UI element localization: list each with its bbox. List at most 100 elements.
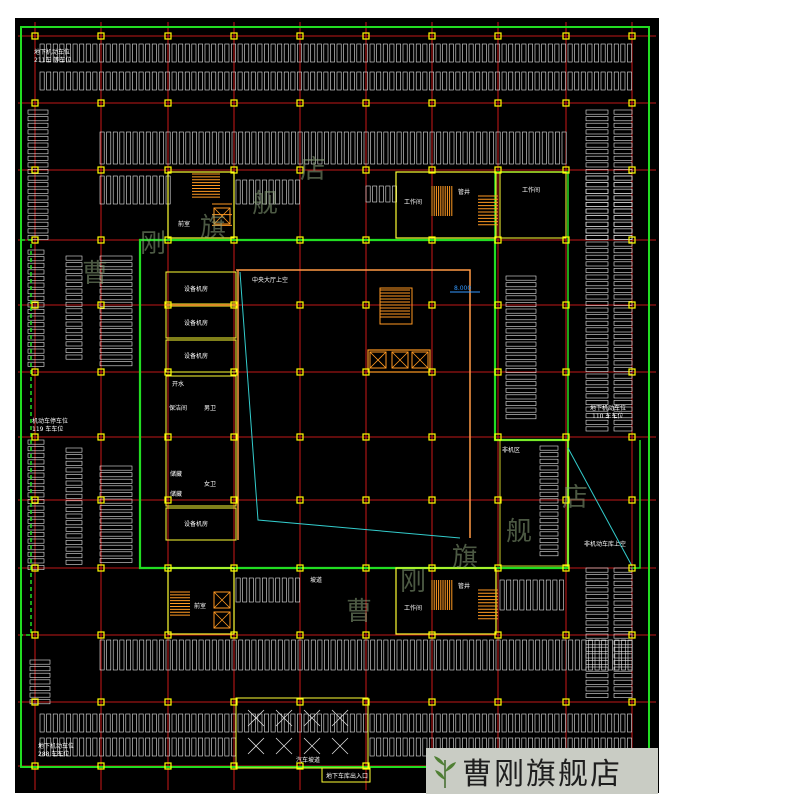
- parking-stall: [475, 43, 481, 63]
- parking-stall: [126, 131, 131, 165]
- parking-stall: [541, 639, 547, 671]
- parking-stall: [27, 142, 49, 148]
- parking-stall: [501, 43, 507, 63]
- parking-stall: [323, 713, 329, 733]
- parking-stall: [613, 241, 633, 247]
- elevator-cross: [411, 351, 429, 369]
- parking-stall: [59, 43, 65, 63]
- parking-stall: [382, 737, 388, 757]
- parking-stall: [297, 43, 302, 63]
- parking-stall: [574, 71, 580, 91]
- ramp-box: [321, 767, 371, 783]
- parking-stall: [561, 713, 566, 733]
- structural-column: [296, 698, 304, 706]
- parking-stall: [585, 419, 609, 425]
- parking-stall: [613, 600, 633, 606]
- parking-stall: [310, 131, 316, 165]
- parking-stall: [257, 71, 263, 91]
- parking-stall: [365, 185, 371, 203]
- parking-stall: [99, 478, 133, 484]
- structural-column: [31, 236, 39, 244]
- structural-column: [494, 564, 502, 572]
- parking-stall: [248, 577, 254, 603]
- parking-stall: [337, 639, 343, 671]
- label-atrium: 中央大厅上空: [252, 276, 288, 284]
- parking-stall: [317, 131, 323, 165]
- parking-stall: [442, 43, 448, 63]
- parking-stall: [585, 340, 609, 346]
- parking-stall: [79, 737, 85, 757]
- parking-stall: [85, 737, 91, 757]
- equip-room-4: [165, 507, 237, 541]
- parking-stall: [356, 713, 362, 733]
- parking-stall: [501, 71, 507, 91]
- parking-stall: [455, 43, 461, 63]
- parking-stall: [585, 380, 609, 386]
- parking-stall: [481, 71, 487, 91]
- structural-column: [362, 496, 370, 504]
- table-mark: [275, 709, 293, 727]
- parking-stall: [505, 295, 537, 301]
- parking-stall: [125, 713, 131, 733]
- parking-stall: [585, 261, 609, 267]
- parking-stall: [65, 474, 83, 479]
- label-lobby-1: 前室: [178, 220, 190, 228]
- parking-stall: [65, 288, 83, 294]
- structural-column: [296, 631, 304, 639]
- parking-stall: [145, 71, 151, 91]
- parking-stall: [376, 713, 382, 733]
- parking-stall: [402, 71, 408, 91]
- parking-stall: [455, 713, 461, 733]
- parking-stall: [99, 275, 133, 281]
- parking-stall: [268, 179, 274, 205]
- elevator-cross: [391, 351, 409, 369]
- parking-stall: [585, 347, 609, 353]
- parking-stall: [555, 131, 560, 165]
- parking-stall: [585, 327, 609, 333]
- parking-stall: [303, 713, 309, 733]
- core-bottom-mid: [395, 567, 497, 635]
- parking-stall: [505, 282, 537, 288]
- parking-stall: [613, 574, 633, 580]
- parking-stall: [65, 348, 83, 353]
- parking-stall: [382, 713, 388, 733]
- parking-stall: [376, 737, 382, 757]
- parking-stall: [139, 175, 145, 205]
- parking-stall: [112, 737, 118, 757]
- parking-stall: [343, 43, 349, 63]
- parking-stall: [27, 215, 49, 221]
- parking-stall: [112, 131, 118, 165]
- parking-stall: [132, 639, 138, 671]
- parking-stall: [541, 713, 547, 733]
- parking-stall: [132, 43, 137, 63]
- structural-column: [562, 368, 570, 376]
- parking-stall: [594, 639, 600, 671]
- parking-stall: [171, 737, 177, 757]
- parking-stall: [85, 43, 91, 63]
- parking-stall: [27, 348, 45, 354]
- parking-stall: [125, 737, 131, 757]
- parking-stall: [126, 175, 131, 205]
- parking-stall: [435, 43, 441, 63]
- parking-stall: [151, 737, 157, 757]
- parking-stall: [505, 288, 537, 294]
- parking-stall: [462, 131, 468, 165]
- parking-stall: [468, 713, 474, 733]
- structural-column: [97, 631, 105, 639]
- parking-stall: [99, 282, 133, 287]
- parking-stall: [27, 446, 45, 452]
- structural-column: [628, 631, 636, 639]
- watermark-char-4: 舰: [252, 189, 278, 219]
- parking-stall: [363, 639, 369, 671]
- parking-stall: [396, 713, 401, 733]
- structural-column: [494, 166, 502, 174]
- parking-stall: [390, 131, 395, 165]
- structural-column: [362, 698, 370, 706]
- parking-stall: [585, 215, 609, 221]
- parking-stall: [613, 314, 633, 320]
- parking-stall: [244, 713, 250, 733]
- parking-stall: [585, 281, 609, 287]
- parking-stall: [29, 686, 51, 691]
- parking-stall: [505, 381, 537, 387]
- structural-column: [362, 631, 370, 639]
